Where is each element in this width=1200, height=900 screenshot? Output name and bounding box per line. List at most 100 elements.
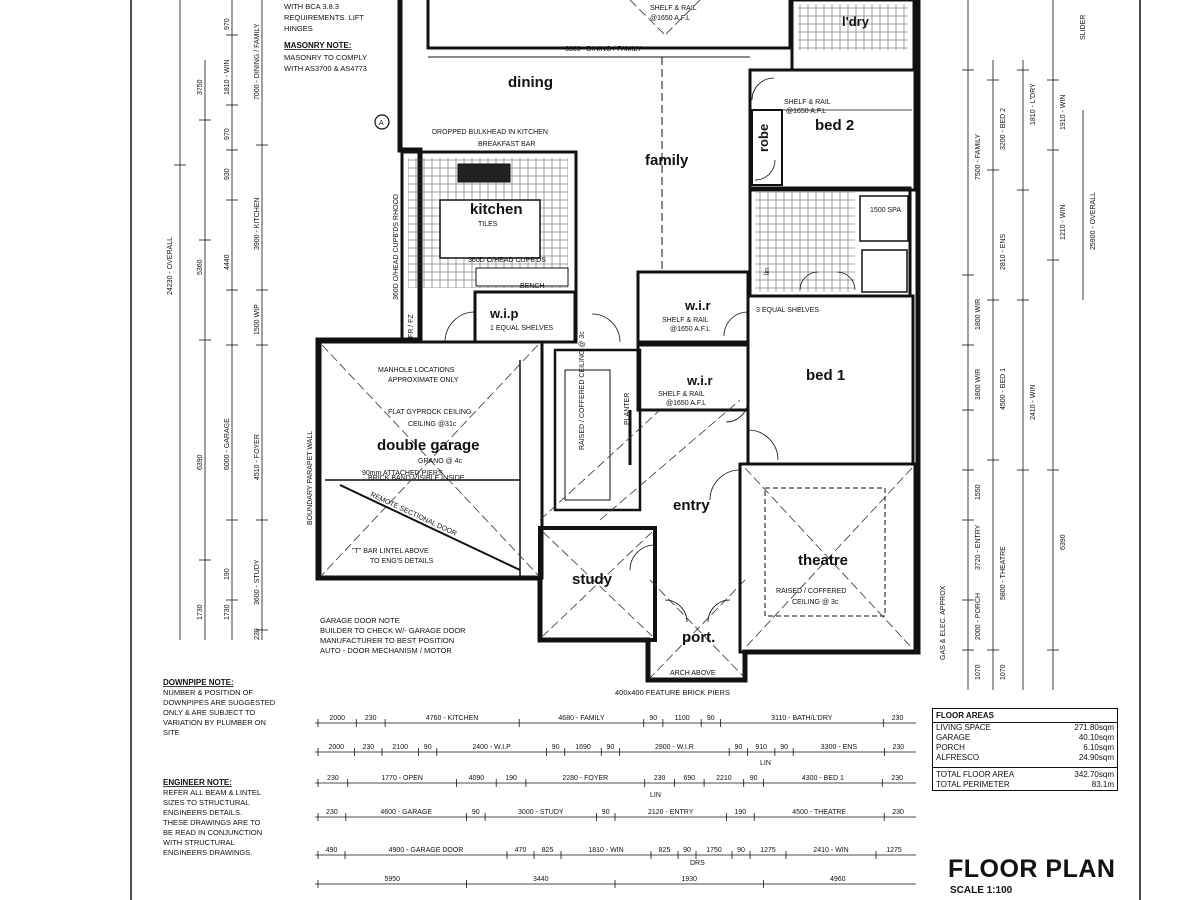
bottom-dim-label: 1100 [675, 715, 690, 722]
bottom-dim-label: 230 [362, 744, 374, 751]
room-bed-2: bed 2 [815, 117, 854, 134]
bottom-dim-label: 690 [683, 775, 695, 782]
dim-label: 1070 [1000, 664, 1007, 680]
bottom-dim-label: 5950 [385, 876, 401, 883]
bottom-dim-label: 4900 - GARAGE DOOR [389, 847, 464, 854]
note-line: VARIATION BY PLUMBER ON [163, 718, 266, 727]
shelf-rail-note: @1650 A.F.L [650, 15, 690, 22]
bottom-dim-label: 1770 - OPEN [381, 775, 423, 782]
garage-door-note: GARAGE DOOR NOTE BUILDER TO CHECK W/- GA… [320, 616, 466, 655]
diagonal-marks [321, 0, 913, 679]
note-line: WITH STRUCTURAL [163, 838, 235, 847]
dim-label: 1730 [197, 604, 204, 620]
right-dimensions [962, 0, 1084, 690]
bottom-dim-label: 4960 [830, 876, 846, 883]
dim-label: 1210 - WIN [1060, 205, 1067, 240]
dim-label: 1800 WIR [975, 369, 982, 400]
feature-piers-note: 400x400 FEATURE BRICK PIERS [615, 688, 730, 697]
floor-area-value: 40.10sqm [1078, 733, 1114, 742]
bottom-dim-label: 3300 - ENS [821, 744, 858, 751]
note-line: ONLY & ARE SUBJECT TO [163, 708, 255, 717]
floor-areas-table: FLOOR AREAS LIVING SPACE 271.80sqm GARAG… [932, 708, 1118, 791]
room-study: study [572, 571, 613, 588]
dim-label: 1810 - L'DRY [1030, 83, 1037, 125]
right-dimension-labels: 7500 - FAMILY 1800 WIR 1800 WIR 1550 372… [975, 83, 1097, 680]
bottom-dim-label: 230 [892, 744, 904, 751]
floor-area-label: LIVING SPACE [936, 723, 991, 732]
bottom-dim-label: 2210 [716, 775, 732, 782]
bottom-dim-label: 1275 [886, 847, 902, 854]
room-laundry: l'dry [842, 14, 870, 29]
floor-area-label: TOTAL PERIMETER [936, 780, 1010, 789]
room-labels: dining family kitchen w.i.p 1 EQUAL SHEL… [377, 14, 901, 646]
dim-label: 4500 - BED 1 [1000, 368, 1007, 410]
note-line: WITH AS3700 & AS4773 [284, 64, 367, 73]
lintel-note: "T" BAR LINTEL ABOVE [352, 548, 429, 555]
left-dimensions [174, 0, 268, 640]
room-dining: dining [508, 74, 553, 91]
note-line: MASONRY TO COMPLY [284, 53, 367, 62]
ensuite-tiles [755, 192, 855, 292]
room-family: family [645, 152, 689, 169]
dim-label: 1500 WIP [254, 304, 261, 335]
bottom-dim-label: 2400 - W.I.P [472, 744, 511, 751]
remote-door-line [339, 484, 521, 571]
floor-area-value: 24.90sqm [1078, 753, 1114, 762]
bottom-dim-label: 2280 - FOYER [562, 775, 608, 782]
note-line: REQUIREMENTS. LIFT [284, 13, 364, 22]
dim-label: 3600 - STUDY [254, 559, 261, 605]
floor-area-value: 83.1m [1091, 780, 1114, 789]
shelf-rail-note: @1650 A.F.L [670, 326, 710, 333]
bottom-dim-label: 1750 [706, 847, 722, 854]
arch-note: ARCH ABOVE [670, 670, 716, 677]
dim-label: 5800 - THEATRE [1000, 546, 1007, 600]
dim-label: 970 [224, 128, 231, 140]
bottom-dim-label: 230 [326, 809, 338, 816]
bottom-dim-label: 90 [737, 847, 745, 854]
bottom-dim-label: 90 [683, 847, 691, 854]
note-line: HINGES [284, 24, 313, 33]
spa-label: 1500 SPA [870, 207, 901, 214]
bottom-dimension-lines [315, 722, 916, 885]
floor-area-label: PORCH [936, 743, 965, 752]
raised-ceiling-note: CEILING @ 3c [792, 599, 839, 606]
dim-label: 1550 [975, 484, 982, 500]
kitchen-island [439, 199, 541, 259]
bottom-dim-label: 4090 [469, 775, 485, 782]
engineer-note-title: ENGINEER NOTE: [163, 778, 232, 787]
manhole-note: MANHOLE LOCATIONS [378, 367, 455, 374]
note-line: AUTO - DOOR MECHANISM / MOTOR [320, 646, 452, 655]
garage-door-note-title: GARAGE DOOR NOTE [320, 616, 400, 625]
shelf-rail-note: @1650 A.F.L [666, 400, 706, 407]
laundry-tiles [798, 4, 908, 50]
bottom-dim-label: 90 [602, 809, 610, 816]
overhead-cupboards-note: 360D O/HEAD CUPB'DS [468, 257, 546, 264]
overall-dim-right: 25900 - OVERALL [1090, 192, 1097, 250]
bottom-dim-label: 1930 [682, 876, 698, 883]
planter-note: PLANTER [624, 393, 631, 425]
left-dimension-labels: 24230 - OVERALL 3750 5360 6390 1730 970 … [167, 18, 261, 640]
bottom-dim-label: 825 [542, 847, 554, 854]
brick-band-note: BRICK BAND VISIBLE INSIDE [368, 475, 465, 482]
dim-label: 4440 [224, 254, 231, 270]
section-marker-label: A [379, 120, 384, 127]
bottom-dim-label: 2000 [329, 744, 345, 751]
dim-label: 1800 WIR [975, 299, 982, 330]
room-wir-2: w.i.r [686, 373, 713, 388]
dim-label: 6390 [197, 454, 204, 470]
bottom-dim-label: 1275 [760, 847, 776, 854]
shelf-rail-note: SHELF & RAIL [784, 99, 831, 106]
floor-area-row: LIVING SPACE 271.80sqm [933, 723, 1117, 733]
breakfast-bar-note: BREAKFAST BAR [478, 141, 535, 148]
downpipe-note: DOWNPIPE NOTE: NUMBER & POSITION OF DOWN… [163, 678, 276, 737]
dim-label: 2410 - WIN [1030, 385, 1037, 420]
linen-label: lin [764, 268, 771, 275]
manhole-note: APPROXIMATE ONLY [388, 377, 459, 384]
note-line: ENGINEERS DRAWINGS. [163, 848, 252, 857]
top-notes: WITH BCA 3.8.3 REQUIREMENTS. LIFT HINGES… [284, 2, 367, 73]
dim-label: 930 [224, 168, 231, 180]
masonry-note-title: MASONRY NOTE: [284, 41, 352, 50]
bottom-dim-label: 910 [755, 744, 767, 751]
door-swings [444, 77, 856, 623]
room-theatre: theatre [798, 552, 848, 569]
